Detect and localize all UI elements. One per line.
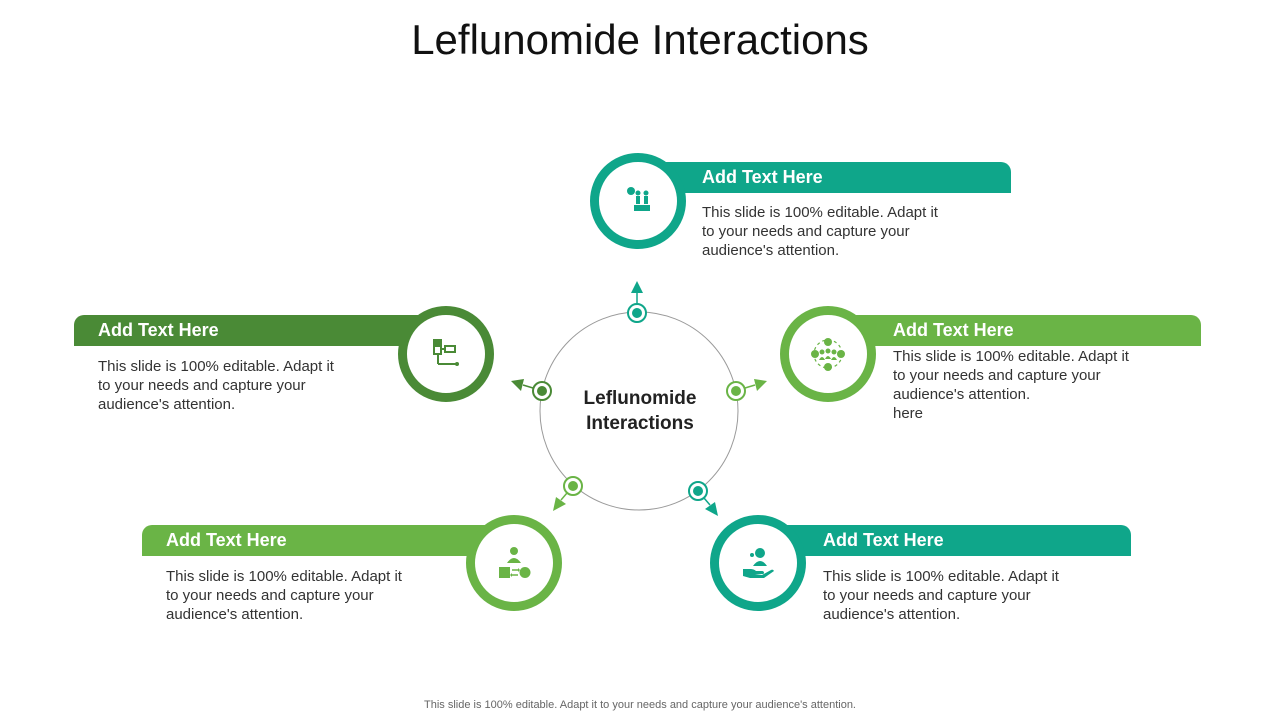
item-bottom-right-description: This slide is 100% editable. Adapt it to…	[823, 567, 1091, 624]
item-bottom-right-heading-bar: Add Text Here	[760, 525, 1131, 556]
center-label: Leflunomide Interactions	[560, 386, 720, 436]
item-bottom-right-line: This slide is 100% editable. Adapt it	[823, 568, 1059, 585]
item-right-heading-bar: Add Text Here	[830, 315, 1201, 346]
item-bottom-left-icon-ring	[466, 515, 562, 611]
item-right-heading: Add Text Here	[893, 320, 1014, 340]
item-left-icon-ring	[398, 306, 494, 402]
item-top-description: This slide is 100% editable. Adapt it to…	[702, 203, 970, 260]
item-bottom-right-line: audience's attention.	[823, 606, 961, 623]
item-left-line: audience's attention.	[98, 396, 236, 413]
footer-note: This slide is 100% editable. Adapt it to…	[424, 699, 856, 711]
item-bottom-left-heading: Add Text Here	[166, 530, 287, 550]
people-podium-icon	[627, 187, 650, 211]
item-top-heading: Add Text Here	[702, 167, 823, 187]
item-top-line: This slide is 100% editable. Adapt it	[702, 204, 938, 221]
item-bottom-right-line: to your needs and capture your	[823, 587, 1031, 604]
item-right-description: This slide is 100% editable. Adapt it to…	[893, 347, 1161, 423]
center-label-line1: Leflunomide	[583, 388, 697, 409]
slide-title: Leflunomide Interactions	[411, 16, 869, 63]
item-top-line: audience's attention.	[702, 242, 840, 259]
item-bottom-left-description: This slide is 100% editable. Adapt it to…	[166, 567, 434, 624]
item-top-heading-bar: Add Text Here	[640, 162, 1011, 193]
item-bottom-right-heading: Add Text Here	[823, 530, 944, 550]
item-top-line: to your needs and capture your	[702, 223, 910, 240]
hand-person-icon	[743, 548, 774, 578]
connector-left	[511, 379, 552, 401]
item-left-line: to your needs and capture your	[98, 377, 306, 394]
item-left-description: This slide is 100% editable. Adapt it to…	[98, 357, 366, 414]
item-right-icon-ring	[780, 306, 876, 402]
item-bottom-left-line: This slide is 100% editable. Adapt it	[166, 568, 402, 585]
item-bottom-right-icon-ring	[710, 515, 806, 611]
connector-top	[627, 281, 647, 323]
workflow-icon	[433, 339, 459, 366]
item-bottom-left-line: audience's attention.	[166, 606, 304, 623]
item-left-line: This slide is 100% editable. Adapt it	[98, 358, 334, 375]
item-bottom-left-line: to your needs and capture your	[166, 587, 374, 604]
item-left-heading: Add Text Here	[98, 320, 219, 340]
connector-right	[726, 379, 767, 401]
item-right-line: audience's attention.	[893, 386, 1031, 403]
person-exchange-icon	[499, 547, 531, 578]
center-label-line2: Interactions	[586, 413, 694, 434]
item-right-line: here	[893, 405, 924, 422]
connector-bottom-right	[688, 481, 718, 516]
item-left-heading-bar: Add Text Here	[74, 315, 450, 346]
connector-bottom-left	[553, 476, 583, 511]
item-bottom-left-heading-bar: Add Text Here	[142, 525, 518, 556]
item-right-line: This slide is 100% editable. Adapt it	[893, 348, 1129, 365]
item-right-line: to your needs and capture your	[893, 367, 1101, 384]
item-top-icon-ring	[590, 153, 686, 249]
team-network-icon	[811, 338, 845, 371]
